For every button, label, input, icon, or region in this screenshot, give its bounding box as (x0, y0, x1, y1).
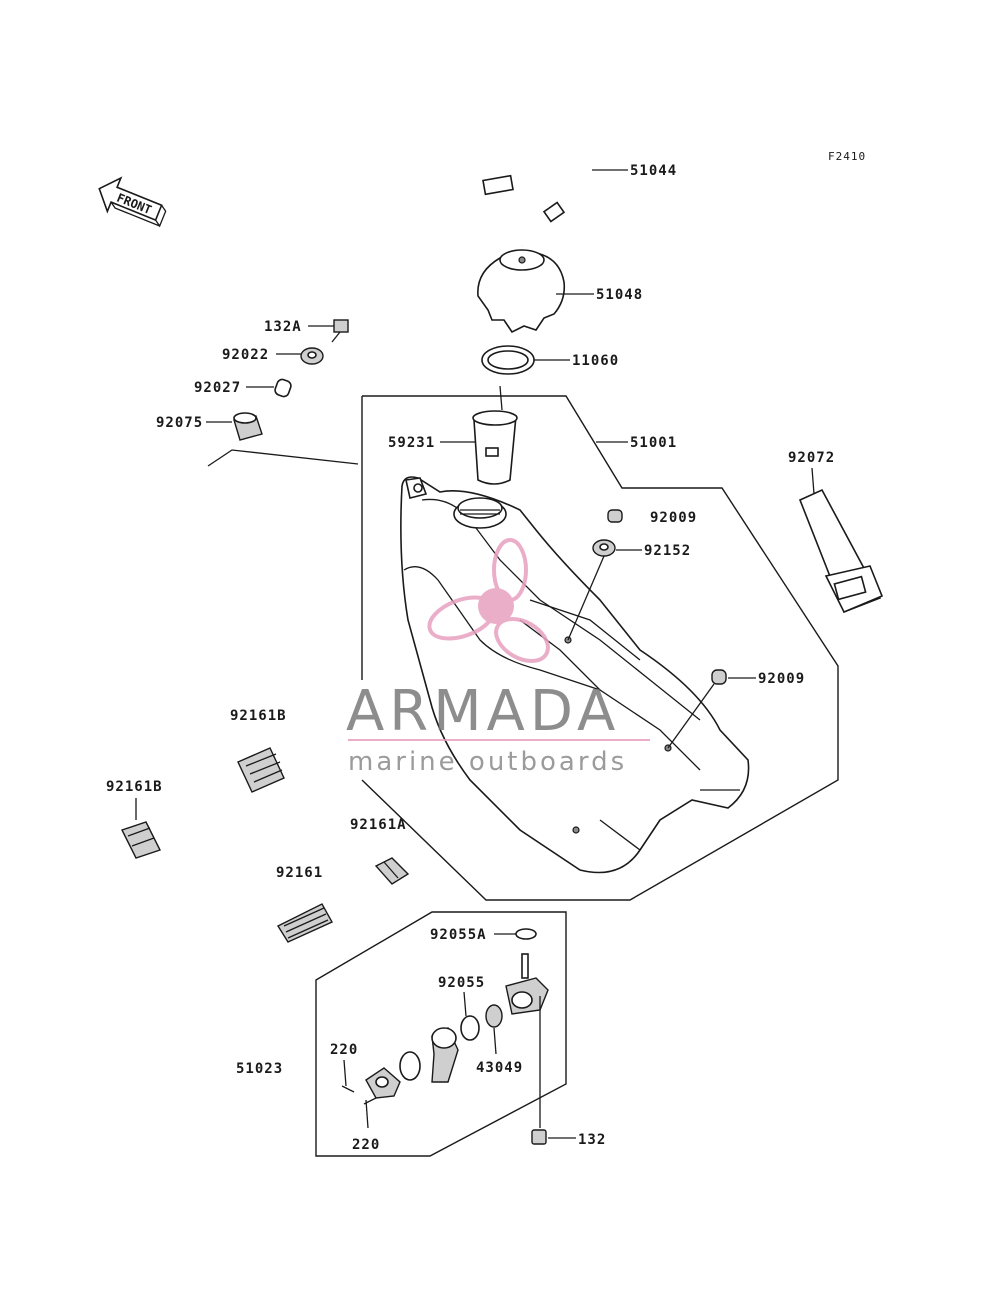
part-label-92161B-upper: 92161B (230, 708, 287, 724)
part-label-92161: 92161 (276, 865, 323, 881)
lever-plate-43049-part (485, 1004, 503, 1055)
fuel-cock-plate-part (365, 1067, 401, 1099)
watermark-brand: ARMADA (346, 679, 620, 744)
pad-92161B-upper-part (237, 747, 285, 793)
bolt-132A-part (308, 319, 349, 343)
part-label-220-upper: 220 (330, 1042, 358, 1058)
watermark-tagline: marine outboards (348, 747, 627, 777)
part-label-220-lower: 220 (352, 1137, 380, 1153)
part-label-132: 132 (578, 1132, 606, 1148)
clip-92161A-part (374, 857, 410, 885)
part-label-92055: 92055 (438, 975, 485, 991)
part-label-51048: 51048 (596, 287, 643, 303)
screw-220-upper-part (341, 1059, 355, 1093)
part-label-92152: 92152 (644, 543, 691, 559)
fuel-cock-body-part (505, 953, 549, 1128)
oring-92055-part (460, 991, 480, 1041)
part-label-92055A: 92055A (430, 927, 487, 943)
part-label-92075: 92075 (156, 415, 203, 431)
plug-92009-upper-part (607, 509, 623, 523)
plug-92009-lower-part (711, 669, 756, 685)
part-label-92072: 92072 (788, 450, 835, 466)
part-label-59231: 59231 (388, 435, 435, 451)
armada-watermark: ARMADA marine outboards (346, 538, 650, 777)
tank-assembly-frame (361, 395, 839, 901)
part-label-132A: 132A (264, 319, 302, 335)
grommet-92152-part (592, 539, 642, 557)
part-label-92022: 92022 (222, 347, 269, 363)
gasket-11060-part (481, 345, 570, 375)
fuel-cock-frame (315, 911, 567, 1157)
part-label-92009-lower: 92009 (758, 671, 805, 687)
screw-220-lower-part (363, 1097, 377, 1129)
part-label-51001: 51001 (630, 435, 677, 451)
fuel-cock-lever-part (399, 1027, 459, 1083)
part-label-92027: 92027 (194, 380, 241, 396)
part-label-92009-upper: 92009 (650, 510, 697, 526)
filler-neck-59231-part (440, 385, 518, 485)
part-label-11060: 11060 (572, 353, 619, 369)
washer-92022-part (276, 347, 324, 365)
strap-92072-part (798, 467, 884, 614)
part-label-43049: 43049 (476, 1060, 523, 1076)
front-arrow-icon: FRONT (98, 176, 167, 228)
seal-92055A-part (494, 928, 537, 940)
damper-92075-part (206, 412, 359, 467)
part-label-51023: 51023 (236, 1061, 283, 1077)
part-label-92161B-left: 92161B (106, 779, 163, 795)
part-label-51044: 51044 (630, 163, 677, 179)
propeller-logo-icon (427, 538, 550, 663)
diagram-code: F2410 (828, 150, 866, 163)
pad-92161-part (276, 903, 333, 943)
breather-hose-part (482, 169, 628, 247)
bolt-132-part (531, 1129, 576, 1145)
pad-92161B-left-part (121, 798, 161, 859)
collar-92027-part (246, 378, 292, 398)
part-label-92161A: 92161A (350, 817, 407, 833)
fuel-cap-part (477, 249, 594, 334)
fuel-tank-part (400, 476, 750, 874)
